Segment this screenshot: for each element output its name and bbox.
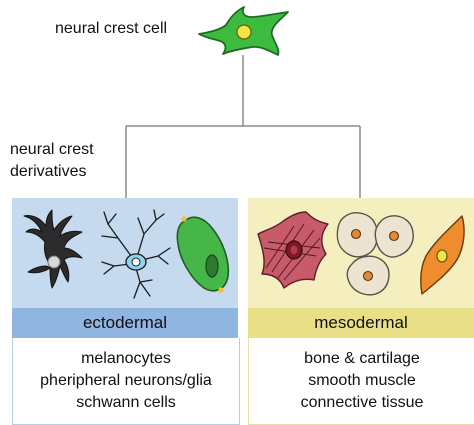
list-item: schwann cells	[76, 394, 176, 411]
list-item: connective tissue	[300, 394, 424, 411]
mesodermal-header: mesodermal	[248, 308, 474, 338]
ectodermal-cell-illustrations	[12, 198, 238, 308]
smooth-muscle-cell-icon	[420, 215, 465, 295]
mesodermal-derivatives-list: bone & cartilage smooth muscle connectiv…	[248, 338, 474, 425]
list-item: smooth muscle	[308, 372, 416, 389]
derivatives-label-line-2: derivatives	[10, 163, 87, 180]
neural-crest-derivatives-label: neural crest derivatives	[10, 139, 94, 183]
ectodermal-header: ectodermal	[12, 308, 238, 338]
ectodermal-derivatives-list: melanocytes pheripheral neurons/glia sch…	[12, 338, 240, 425]
cartilage-cells-icon	[336, 212, 414, 296]
list-item: pheripheral neurons/glia	[40, 372, 212, 389]
ectodermal-panel: ectodermal melanocytes pheripheral neuro…	[12, 198, 240, 425]
neuron-icon	[101, 209, 171, 299]
list-item: melanocytes	[81, 350, 171, 367]
neural-crest-cell-label: neural crest cell	[55, 20, 168, 37]
mesodermal-panel: mesodermal bone & cartilage smooth muscl…	[248, 198, 474, 425]
derivatives-label-line-1: neural crest	[10, 141, 94, 158]
schwann-cell-icon	[176, 216, 230, 293]
fibroblast-icon	[257, 211, 329, 289]
mesodermal-cell-illustrations	[248, 198, 474, 308]
list-item: bone & cartilage	[304, 350, 420, 367]
neural-crest-cell-icon	[198, 6, 289, 56]
melanocyte-icon	[23, 209, 83, 289]
